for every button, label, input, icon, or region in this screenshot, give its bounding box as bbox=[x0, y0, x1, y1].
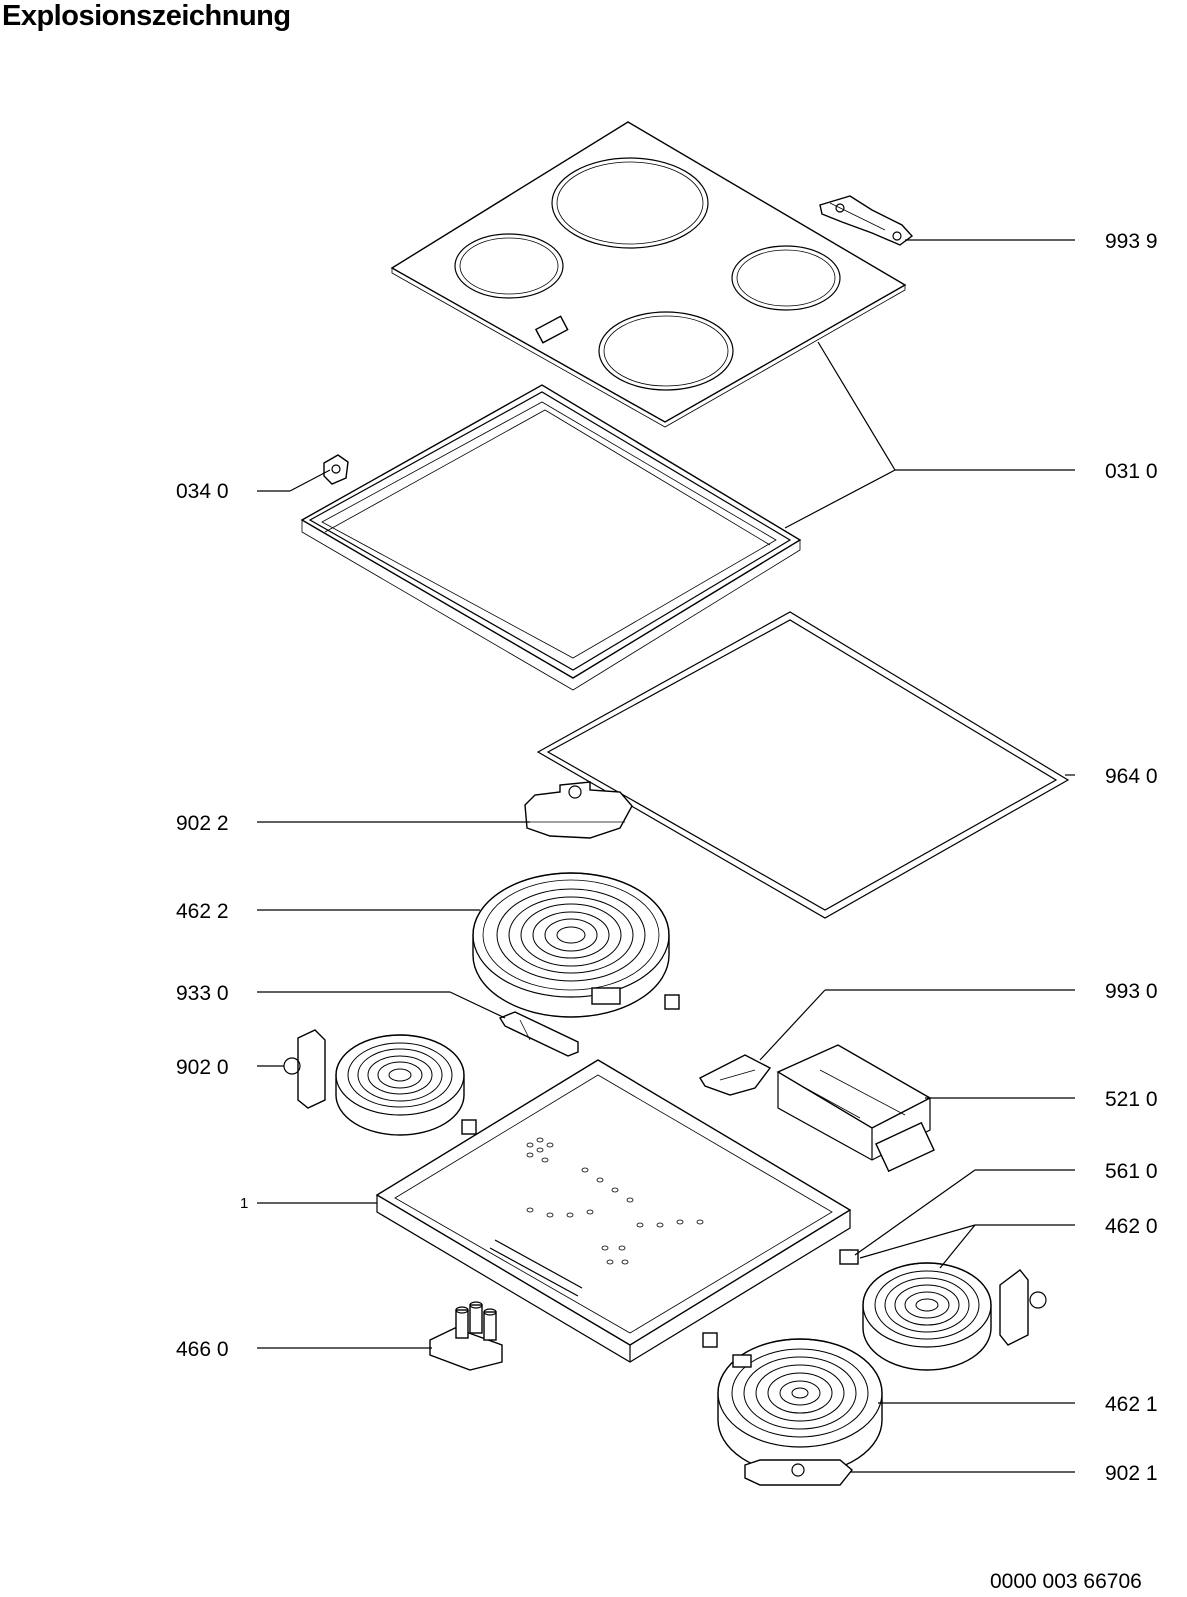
label-031-0: 031 0 bbox=[1105, 460, 1158, 483]
part-labels: 993 9 031 0 034 0 964 0 902 2 462 2 933 … bbox=[176, 230, 1158, 1485]
part-993-9-clip bbox=[819, 195, 914, 246]
label-462-2: 462 2 bbox=[176, 900, 229, 923]
page-title: Explosionszeichnung bbox=[2, 0, 291, 32]
frame-part-031-0 bbox=[300, 384, 802, 691]
part-902-2-bracket bbox=[524, 781, 633, 839]
label-964-0: 964 0 bbox=[1105, 765, 1158, 788]
base-tray-part-1 bbox=[375, 1059, 852, 1363]
heater-bottom-part-462-1 bbox=[702, 1332, 883, 1475]
label-462-0: 462 0 bbox=[1105, 1215, 1158, 1238]
terminal-block-part-521-0 bbox=[776, 1044, 935, 1173]
switch-part-561-0 bbox=[839, 1249, 859, 1265]
document-number: 0000 003 66706 bbox=[990, 1570, 1142, 1593]
label-034-0: 034 0 bbox=[176, 480, 229, 503]
label-462-1: 462 1 bbox=[1105, 1393, 1158, 1416]
connector-part-466-0 bbox=[429, 1301, 503, 1371]
label-993-0: 993 0 bbox=[1105, 980, 1158, 1003]
heater-left-part-902-0 bbox=[283, 1029, 477, 1136]
part-034-0-bracket bbox=[323, 454, 349, 485]
seal-part-964-0 bbox=[536, 611, 1070, 919]
part-993-0-bracket bbox=[699, 1054, 772, 1096]
label-466-0: 466 0 bbox=[176, 1338, 229, 1361]
ventilation-holes bbox=[526, 1137, 704, 1265]
label-521-0: 521 0 bbox=[1105, 1088, 1158, 1111]
part-933-0-bracket bbox=[498, 1011, 579, 1057]
label-902-2: 902 2 bbox=[176, 812, 229, 835]
label-561-0: 561 0 bbox=[1105, 1160, 1158, 1183]
heater-right-part-462-0 bbox=[862, 1262, 1047, 1371]
label-902-1: 902 1 bbox=[1105, 1462, 1158, 1485]
label-933-0: 933 0 bbox=[176, 982, 229, 1005]
leader-lines bbox=[257, 239, 1075, 1473]
label-902-0: 902 0 bbox=[176, 1056, 229, 1079]
part-902-1-bracket bbox=[744, 1459, 853, 1486]
heater-part-462-2 bbox=[472, 872, 680, 1018]
label-1: 1 bbox=[240, 1195, 248, 1212]
label-993-9: 993 9 bbox=[1105, 230, 1158, 253]
glass-ceramic-top bbox=[390, 121, 907, 428]
